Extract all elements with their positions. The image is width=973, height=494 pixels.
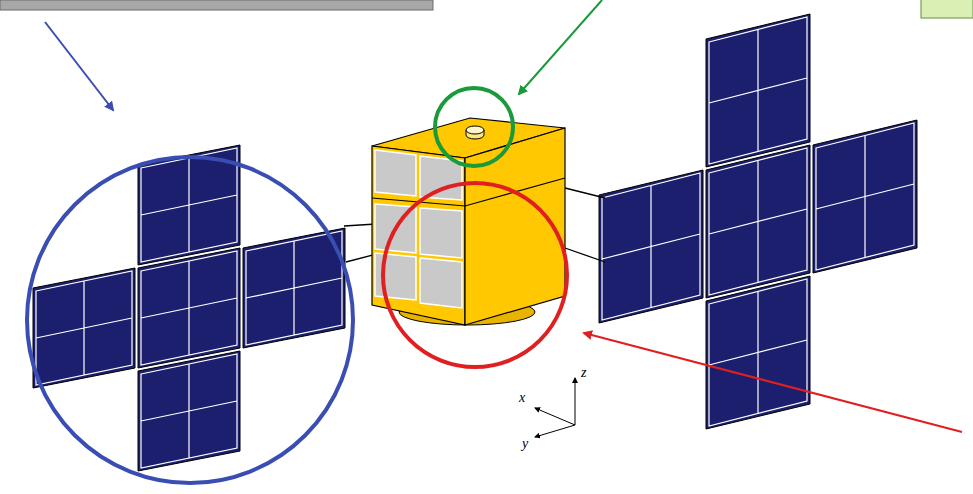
solar-panel (243, 228, 345, 348)
cropped-box (921, 0, 973, 18)
axis-triad (535, 378, 575, 437)
panel-grid (36, 271, 132, 385)
solar-panel (706, 276, 810, 429)
axis-label: x (519, 391, 525, 405)
pointer-arrow (45, 22, 113, 110)
highlight-circle (435, 88, 513, 166)
solar-arrays (33, 14, 917, 471)
panel-grid (816, 123, 914, 270)
solar-panel (706, 145, 810, 298)
solar-panel (706, 14, 810, 167)
highlight-circle (383, 183, 567, 367)
pointer-arrow (519, 0, 602, 94)
panel-grid (141, 354, 237, 468)
solar-panel (813, 120, 917, 273)
highlight-circle (27, 157, 353, 483)
pointer-arrow (584, 333, 962, 432)
cropped-bar (0, 0, 433, 10)
solar-panel (33, 268, 135, 388)
panel-grid (602, 173, 700, 320)
panel-grid (709, 279, 807, 426)
panel-grid (141, 251, 237, 365)
solar-panel (138, 351, 240, 471)
panel-grid (141, 148, 237, 262)
axis-label: y (522, 437, 528, 451)
panel-grid (709, 17, 807, 164)
panel-grid (246, 231, 342, 345)
solar-panel (599, 170, 703, 323)
axis-label: z (581, 366, 586, 380)
solar-panel (138, 248, 240, 368)
panel-grid (709, 148, 807, 295)
